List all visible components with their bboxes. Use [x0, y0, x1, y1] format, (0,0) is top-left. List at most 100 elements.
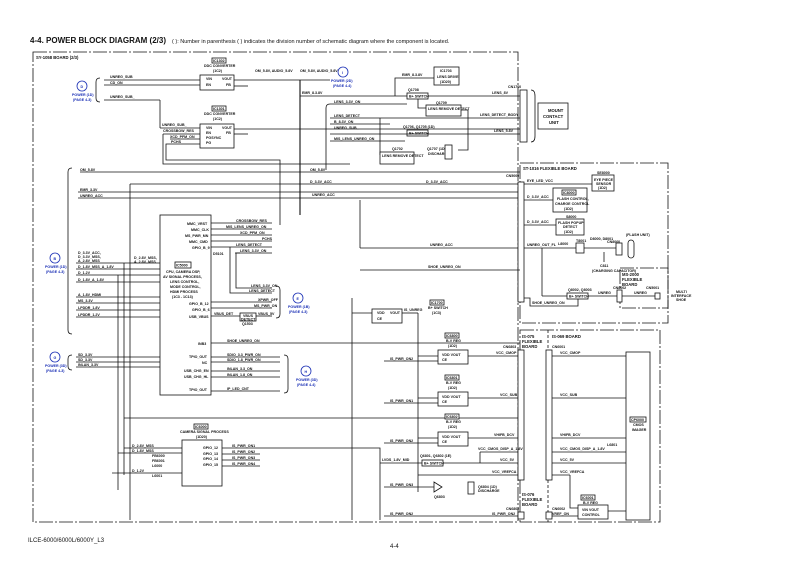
se8000-ref: SE8000: [597, 171, 610, 175]
se8000-div: (1D2): [598, 186, 608, 190]
cmos-imager: CP6000 CMOS IMAGER: [625, 351, 651, 521]
ic1302-name: DDC CONVERTER: [204, 64, 236, 68]
cmos-ref: CP6000: [631, 418, 644, 422]
pin-gpio-b6: GPIO_B_6: [192, 308, 210, 312]
s8000-name-1: FLASH POPUP: [558, 221, 584, 225]
ic6800: IC6800 B-V REG (1D2) VDD VOUT CE: [437, 332, 469, 365]
sig-d28-2: A_2.8V_MSS: [134, 260, 156, 264]
ref-i-l1: POWER (2D): [331, 79, 353, 83]
ic1301-ref-box: [211, 105, 227, 112]
cn-shoe: [654, 292, 661, 300]
sig-mmc-4: LENS_DETECT: [236, 243, 263, 247]
ic1301-name: DDC CONVERTER: [204, 112, 236, 116]
power-ref-h[interactable]: H POWER (3D) (PAGE 4-4): [296, 365, 318, 387]
ic1302-pin-en: EN: [206, 83, 211, 87]
sig-is-pwr-on2b: IS_PWR_ON2: [390, 439, 413, 443]
sig-lens-detect: LENS_DETECT: [334, 114, 361, 118]
sig-unreg-sub2: UNREG_SUB_: [110, 95, 136, 99]
ic6800-body: [437, 349, 469, 365]
sig-is-pwr-on2: IS_PWR_ON2: [390, 357, 413, 361]
ic1700-div: (1C3): [432, 311, 442, 315]
s8000: S8000 FLASH POPUP DETECT (1D2): [555, 215, 585, 236]
cmos-name-1: CMOS: [633, 423, 644, 427]
sig-lens8v: LENS_8V: [492, 91, 509, 95]
ic6000: IC6000 CAMERA SIGNAL PROCESS (1D20) GPIO…: [180, 423, 229, 487]
sig-is-pwr-2: IS_PWR_ON3: [232, 456, 255, 460]
ic6800-ce: CE: [442, 358, 448, 362]
is075-label-3: BOARD: [522, 344, 537, 349]
power-ref-i[interactable]: I POWER (2D) (PAGE 4-4): [331, 66, 353, 88]
sig-ic6000-d12: D_1.2V: [132, 469, 145, 473]
sig-unreg-sub3: UNREG_SUB_: [162, 123, 188, 127]
sig-vcc-cmop: VCC_CMOP: [496, 351, 517, 355]
cn8002: [616, 289, 623, 303]
sig-b-1: D_3.3V_MSS,: [78, 255, 101, 259]
sig-vhifb: VHIFB_DCV: [494, 433, 515, 437]
sig-unreg-acc: UNREG_ACC: [80, 194, 103, 198]
sig-is069-4: VCC_5V: [560, 458, 575, 462]
power-ref-b[interactable]: B POWER (1D) (PAGE 4-3): [45, 252, 67, 274]
ic5000-line-2: LENS CONTROL,: [170, 280, 199, 284]
ref-i-circle: [337, 66, 349, 78]
sig-vcc5v: VCC_5V: [500, 458, 515, 462]
cn6001: [545, 349, 553, 481]
power-ref-e[interactable]: E POWER (1B) (PAGE 4-3): [288, 292, 310, 314]
sig-mmc-0: CROSSBOW_RES: [236, 219, 268, 223]
ref-g-l2: (PAGE 4-3): [46, 369, 65, 373]
mmc-signals: CROSSBOW_RES MIS_LENS_UNREG_ON XCD_PFM_O…: [211, 219, 273, 254]
sig-b8v: B_8.3V_ON: [334, 120, 354, 124]
cn6802: [517, 511, 525, 520]
brace-mount: [530, 89, 536, 143]
ic5000-pins: MMC_VRST MMC_CLK MS_PWR_MN MMC_CMD GPIO_…: [184, 222, 210, 392]
ref-e-letter: E: [297, 297, 300, 301]
q6804-ref: Q6804 (1D): [478, 485, 498, 489]
wire-q1708-ctl: [417, 99, 428, 109]
cn8000: [615, 242, 623, 256]
l6001: L6001: [152, 474, 162, 478]
pin-mmc-clk: MMC_CLK: [191, 228, 209, 232]
sig-is069-3: VCC_CMOS_DISP_A_1.8V: [560, 447, 605, 451]
sig-h-4: IP_LED_CNT: [227, 387, 250, 391]
ref-b-letter: B: [54, 257, 57, 261]
vbus-detect-body: [239, 312, 257, 322]
ic1700-ref-box: [429, 299, 445, 306]
is-pwr-signals: IS_PWR_ON1 IS_PWR_ON2 IS_PWR_ON3 IS_PWR_…: [222, 444, 260, 467]
ref-b-l1: POWER (1D): [45, 265, 67, 269]
wire-emr-up: [394, 77, 434, 96]
pin-tpio-out2: TPIO_OUT: [189, 388, 208, 392]
ic1301-pin-fb: FB: [226, 131, 231, 135]
sig-unreg-1: UNREG: [598, 291, 611, 295]
ic1301-pin-en: EN: [206, 131, 211, 135]
ic5000-line-0: CPU, CAMERA DSP,: [166, 270, 200, 274]
sig-unreg-acc-3: UNREG_ACC: [430, 243, 453, 247]
wire-loop1: [162, 134, 350, 165]
diagram-title: 4-4. POWER BLOCK DIAGRAM (2/3): [30, 36, 167, 45]
sig-d33-acc-2: D_3.3V_ACC: [426, 180, 448, 184]
ref-b-circle: [49, 252, 61, 264]
sig-vcc-disp: VCC_CMOS_DISP_A_1.8V: [478, 447, 523, 451]
sig-is069-5: VCC_VREFCA: [560, 470, 585, 474]
q1702: Q1702 LENS REMOVE DETECT: [379, 147, 424, 165]
ic6001-ref-box: [580, 494, 596, 501]
q1709-ref: Q1709: [436, 101, 447, 105]
q1709: Q1709 LENS REMOVE DETECT: [425, 101, 470, 117]
power-ref-g[interactable]: G POWER (3D) (PAGE 4-3): [45, 351, 67, 373]
q6803-buffer: [433, 481, 443, 493]
q1708-name: B+ SWITCH: [409, 95, 429, 99]
vbus-detect-sub: Q1503: [242, 322, 253, 326]
ref-g-l1: POWER (3D): [45, 364, 67, 368]
multi-shoe-1: MULTI: [676, 290, 687, 294]
power-ref-d[interactable]: D POWER (1D) (PAGE 4-3): [72, 80, 94, 102]
is076-label-3: BOARD: [522, 502, 537, 507]
mount-label-2: CONTACT: [543, 114, 564, 119]
l6000: L6000: [152, 464, 162, 468]
ic1703-name: LENS DRIVE: [437, 75, 459, 79]
fb6001: FB6001: [152, 459, 165, 463]
ic6802-ce: CE: [442, 440, 448, 444]
pin-usb-chg-en: USB_CHG_EN: [184, 369, 209, 373]
ic6000-ref: IC6000: [195, 425, 207, 429]
ic5000-line-1: AV SIGNAL PROCESS,: [163, 275, 202, 279]
sig-d33-acc: D_3.3V_ACC: [310, 180, 332, 184]
cn6803: [517, 349, 525, 481]
